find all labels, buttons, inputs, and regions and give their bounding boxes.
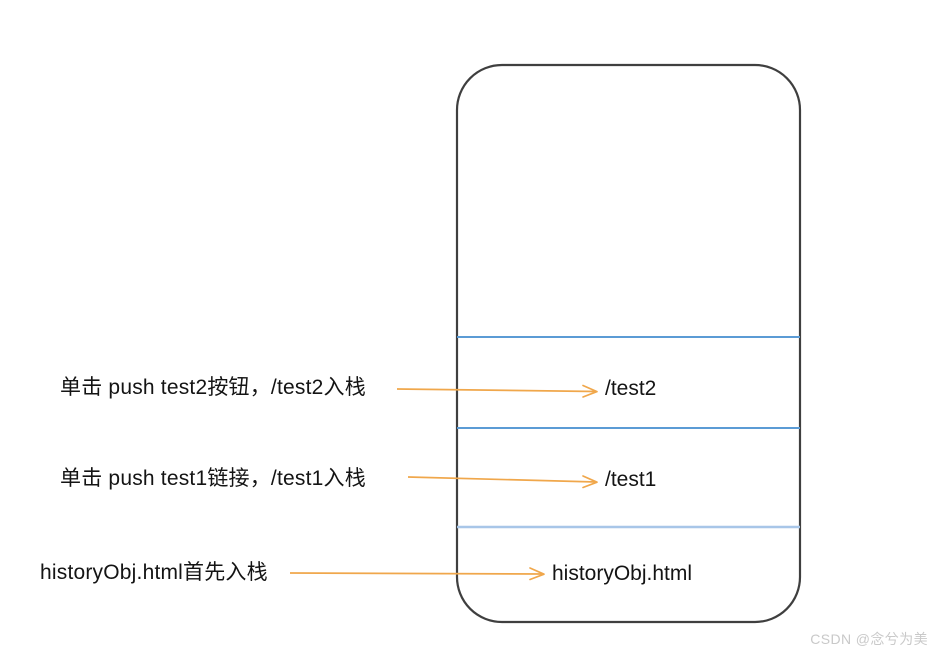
arrow-history-obj-first bbox=[289, 567, 545, 581]
arrow-push-test2 bbox=[396, 384, 598, 398]
annotation-label-history-obj-first: historyObj.html首先入栈 bbox=[40, 561, 268, 584]
csdn-watermark: CSDN @念兮为美 bbox=[810, 631, 928, 647]
annotation-label-push-test2: 单击 push test2按钮，/test2入栈 bbox=[60, 376, 366, 399]
stack-entry-test1: /test1 bbox=[605, 468, 657, 491]
stack-entry-history-obj: historyObj.html bbox=[552, 562, 693, 585]
arrow-push-test1 bbox=[407, 475, 598, 489]
stack-entry-test2: /test2 bbox=[605, 377, 657, 400]
annotation-label-push-test1: 单击 push test1链接，/test1入栈 bbox=[60, 467, 366, 490]
history-stack-container bbox=[455, 63, 802, 624]
